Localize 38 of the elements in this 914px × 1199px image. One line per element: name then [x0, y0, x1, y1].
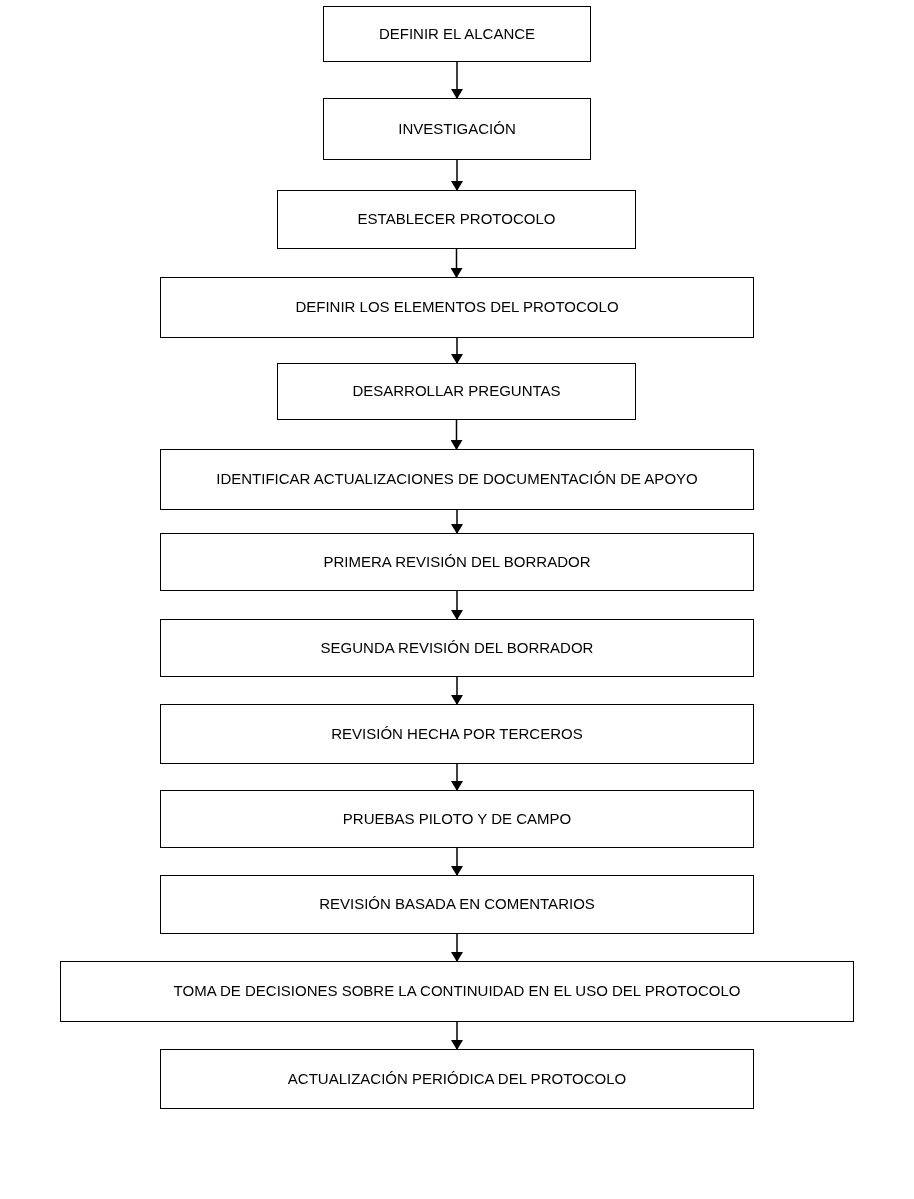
process-box: [160, 704, 754, 764]
arrow: [451, 933, 463, 962]
box-label: IDENTIFICAR ACTUALIZACIONES DE DOCUMENTACIÓN DE APOYO: [216, 470, 698, 489]
arrow: [451, 159, 463, 191]
process-box: [323, 6, 591, 62]
arrow: [451, 590, 463, 620]
box-label: SEGUNDA REVISIÓN DEL BORRADOR: [320, 638, 594, 658]
arrow: [451, 61, 463, 99]
box-label: PRIMERA REVISIÓN DEL BORRADOR: [323, 552, 591, 572]
box-label: ESTABLECER PROTOCOLO: [357, 210, 556, 229]
process-box: [160, 790, 754, 848]
process-box: [323, 98, 591, 160]
process-box: [160, 1049, 754, 1109]
arrow: [451, 509, 463, 534]
arrow: [450, 248, 463, 278]
box-label: REVISIÓN BASADA EN COMENTARIOS: [319, 895, 595, 914]
process-box: [277, 190, 636, 249]
box-label: REVISIÓN HECHA POR TERCEROS: [331, 724, 583, 744]
process-box: [160, 533, 754, 591]
box-label: DEFINIR EL ALCANCE: [378, 24, 536, 44]
process-box: [160, 875, 754, 934]
process-box: [160, 449, 754, 510]
box-label: TOMA DE DECISIONES SOBRE LA CONTINUIDAD EN EL USO DEL PROTOCOLO: [173, 982, 741, 1001]
box-label: ACTUALIZACIÓN PERIÓDICA DEL PROTOCOLO: [287, 1069, 627, 1089]
box-label: INVESTIGACIÓN: [398, 119, 516, 139]
process-box: [160, 619, 754, 677]
process-box: [160, 277, 754, 338]
arrow: [451, 676, 463, 705]
process-box: [277, 363, 636, 420]
arrow: [451, 847, 463, 876]
arrow: [451, 763, 463, 791]
process-box: [60, 961, 854, 1022]
box-label: PRUEBAS PILOTO Y DE CAMPO: [342, 809, 572, 829]
arrow: [451, 1021, 463, 1050]
arrow: [451, 337, 463, 364]
arrow: [450, 419, 463, 450]
box-label: DEFINIR LOS ELEMENTOS DEL PROTOCOLO: [295, 298, 619, 317]
box-label: DESARROLLAR PREGUNTAS: [352, 382, 561, 401]
